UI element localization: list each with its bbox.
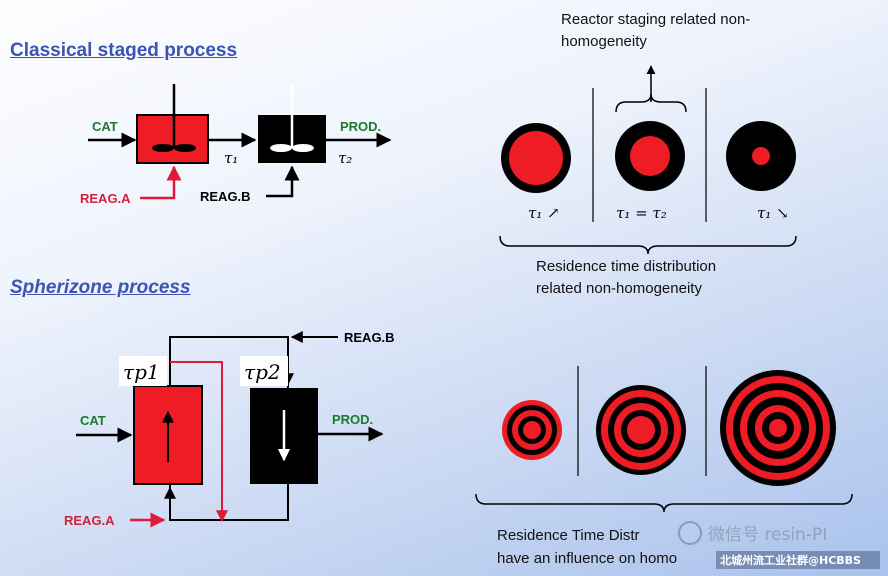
sph-cat-label: CAT [80, 413, 106, 428]
rtd-caption-line1: Residence time distribution [536, 258, 716, 275]
tau-equal-label: τ₁ = τ₂ [616, 204, 667, 222]
staging-brace [615, 93, 687, 113]
reactor-2-impeller-right [292, 144, 314, 152]
rtd-bottom-caption-line1: Residence Time Distr [497, 527, 640, 544]
watermark: 微信号 resin-PI 北城州流工业社群@HCBBS [678, 521, 880, 569]
rtd-brace [499, 235, 797, 255]
sph-prod-label: PROD. [332, 412, 373, 427]
classical-cat-label: CAT [92, 119, 118, 134]
classical-reag-b-label: REAG.B [200, 189, 251, 204]
rtd-bottom-brace [475, 493, 853, 513]
reactor-1-impeller-left [152, 144, 174, 152]
classical-tau1: τ₁ [224, 149, 238, 167]
classical-tau2: τ₂ [338, 149, 352, 167]
watermark-badge: 北城州流工业社群@HCBBS [720, 553, 861, 567]
reactor-2-impeller-left [270, 144, 292, 152]
sph-reag-a-label: REAG.A [64, 513, 115, 528]
classical-heading: Classical staged process [10, 40, 238, 61]
reactor-1-impeller-right [174, 144, 196, 152]
staging-caption-line2: homogeneity [561, 33, 647, 50]
tau-p1-box [119, 356, 167, 386]
spherizone-diagram: REAG.B CAT PROD. REAG.A τp1 τp2 [64, 330, 395, 528]
wechat-icon [678, 521, 702, 545]
sph-tau-p2: τp2 [244, 360, 281, 384]
sph-tau-p1: τp1 [123, 360, 160, 384]
tau1-up-label: τ₁ ↗ [528, 204, 560, 222]
particle-3-core [752, 147, 770, 165]
layered-particle-medium [596, 385, 686, 475]
reag-a-feed-arrow [140, 165, 182, 200]
sph-reag-b-label: REAG.B [344, 330, 395, 345]
layered-particle-large [720, 370, 836, 486]
particle-1-core [509, 131, 563, 185]
tau1-down-label: τ₁ ↘ [757, 204, 789, 222]
rtd-caption-line2: related non-homogeneity [536, 280, 702, 297]
reag-b-feed-arrow [266, 165, 300, 198]
loop-bottom-line [169, 484, 289, 521]
watermark-badge-bg [716, 551, 880, 569]
classical-diagram: CAT REAG.A τ₁ REAG.B PROD. τ₂ [80, 84, 392, 206]
tau-p2-box [240, 356, 288, 386]
right-top-panel: Reactor staging related non- homogeneity… [499, 11, 797, 297]
particle-2-core [630, 136, 670, 176]
red-transfer-line [170, 361, 223, 520]
rtd-bottom-caption-line2: have an influence on homo [497, 550, 677, 567]
watermark-text: 微信号 resin-PI [708, 525, 827, 545]
spherizone-heading: Spherizone process [10, 277, 191, 298]
classical-reag-a-label: REAG.A [80, 191, 131, 206]
reactor-1 [136, 114, 209, 164]
right-bottom-panel: Residence Time Distr have an influence o… [475, 366, 853, 567]
layered-particle-small [502, 400, 562, 460]
classical-prod-label: PROD. [340, 119, 381, 134]
staging-caption-line1: Reactor staging related non- [561, 11, 750, 28]
